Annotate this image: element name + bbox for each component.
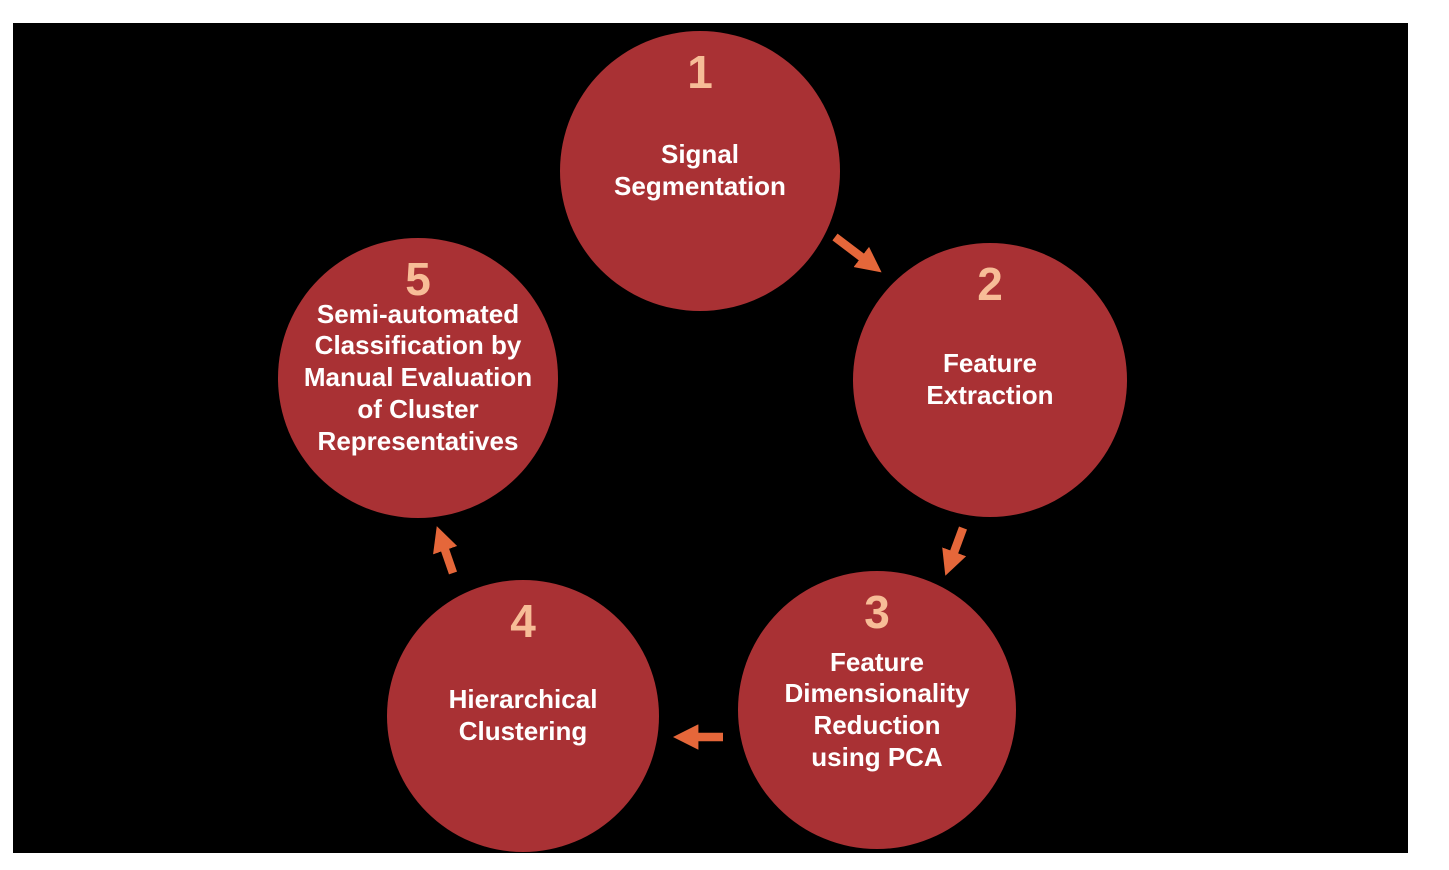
- arrow-step4-to-step5-icon: [433, 526, 458, 575]
- step-1-number: 1: [687, 46, 713, 98]
- step-1-label: Signal Segmentation: [614, 139, 786, 201]
- step-circle-1: 1 Signal Segmentation: [560, 31, 840, 311]
- step-circle-2: 2 Feature Extraction: [853, 243, 1127, 517]
- step-5-number: 5: [405, 253, 431, 305]
- step-2-label: Feature Extraction: [926, 348, 1054, 410]
- step-2-number: 2: [977, 258, 1003, 310]
- arrow-step1-to-step2-icon: [832, 233, 882, 273]
- step-3-label: Feature Dimensionality Reduction using P…: [784, 646, 970, 772]
- arrows-layer: [433, 233, 967, 750]
- step-4-label: Hierarchical Clustering: [448, 684, 598, 746]
- step-4-number: 4: [510, 595, 536, 647]
- step-5-label: Semi-automated Classification by Manual …: [303, 298, 533, 456]
- step-circle-3: 3 Feature Dimensionality Reduction using…: [738, 571, 1016, 849]
- diagram-panel: 1 Signal Segmentation 2 Feature Extracti…: [13, 23, 1408, 853]
- step-circle-5: 5 Semi-automated Classification by Manua…: [278, 238, 558, 518]
- arrow-step2-to-step3-icon: [942, 526, 967, 576]
- step-3-number: 3: [864, 586, 890, 638]
- step-circle-4: 4 Hierarchical Clustering: [387, 580, 659, 852]
